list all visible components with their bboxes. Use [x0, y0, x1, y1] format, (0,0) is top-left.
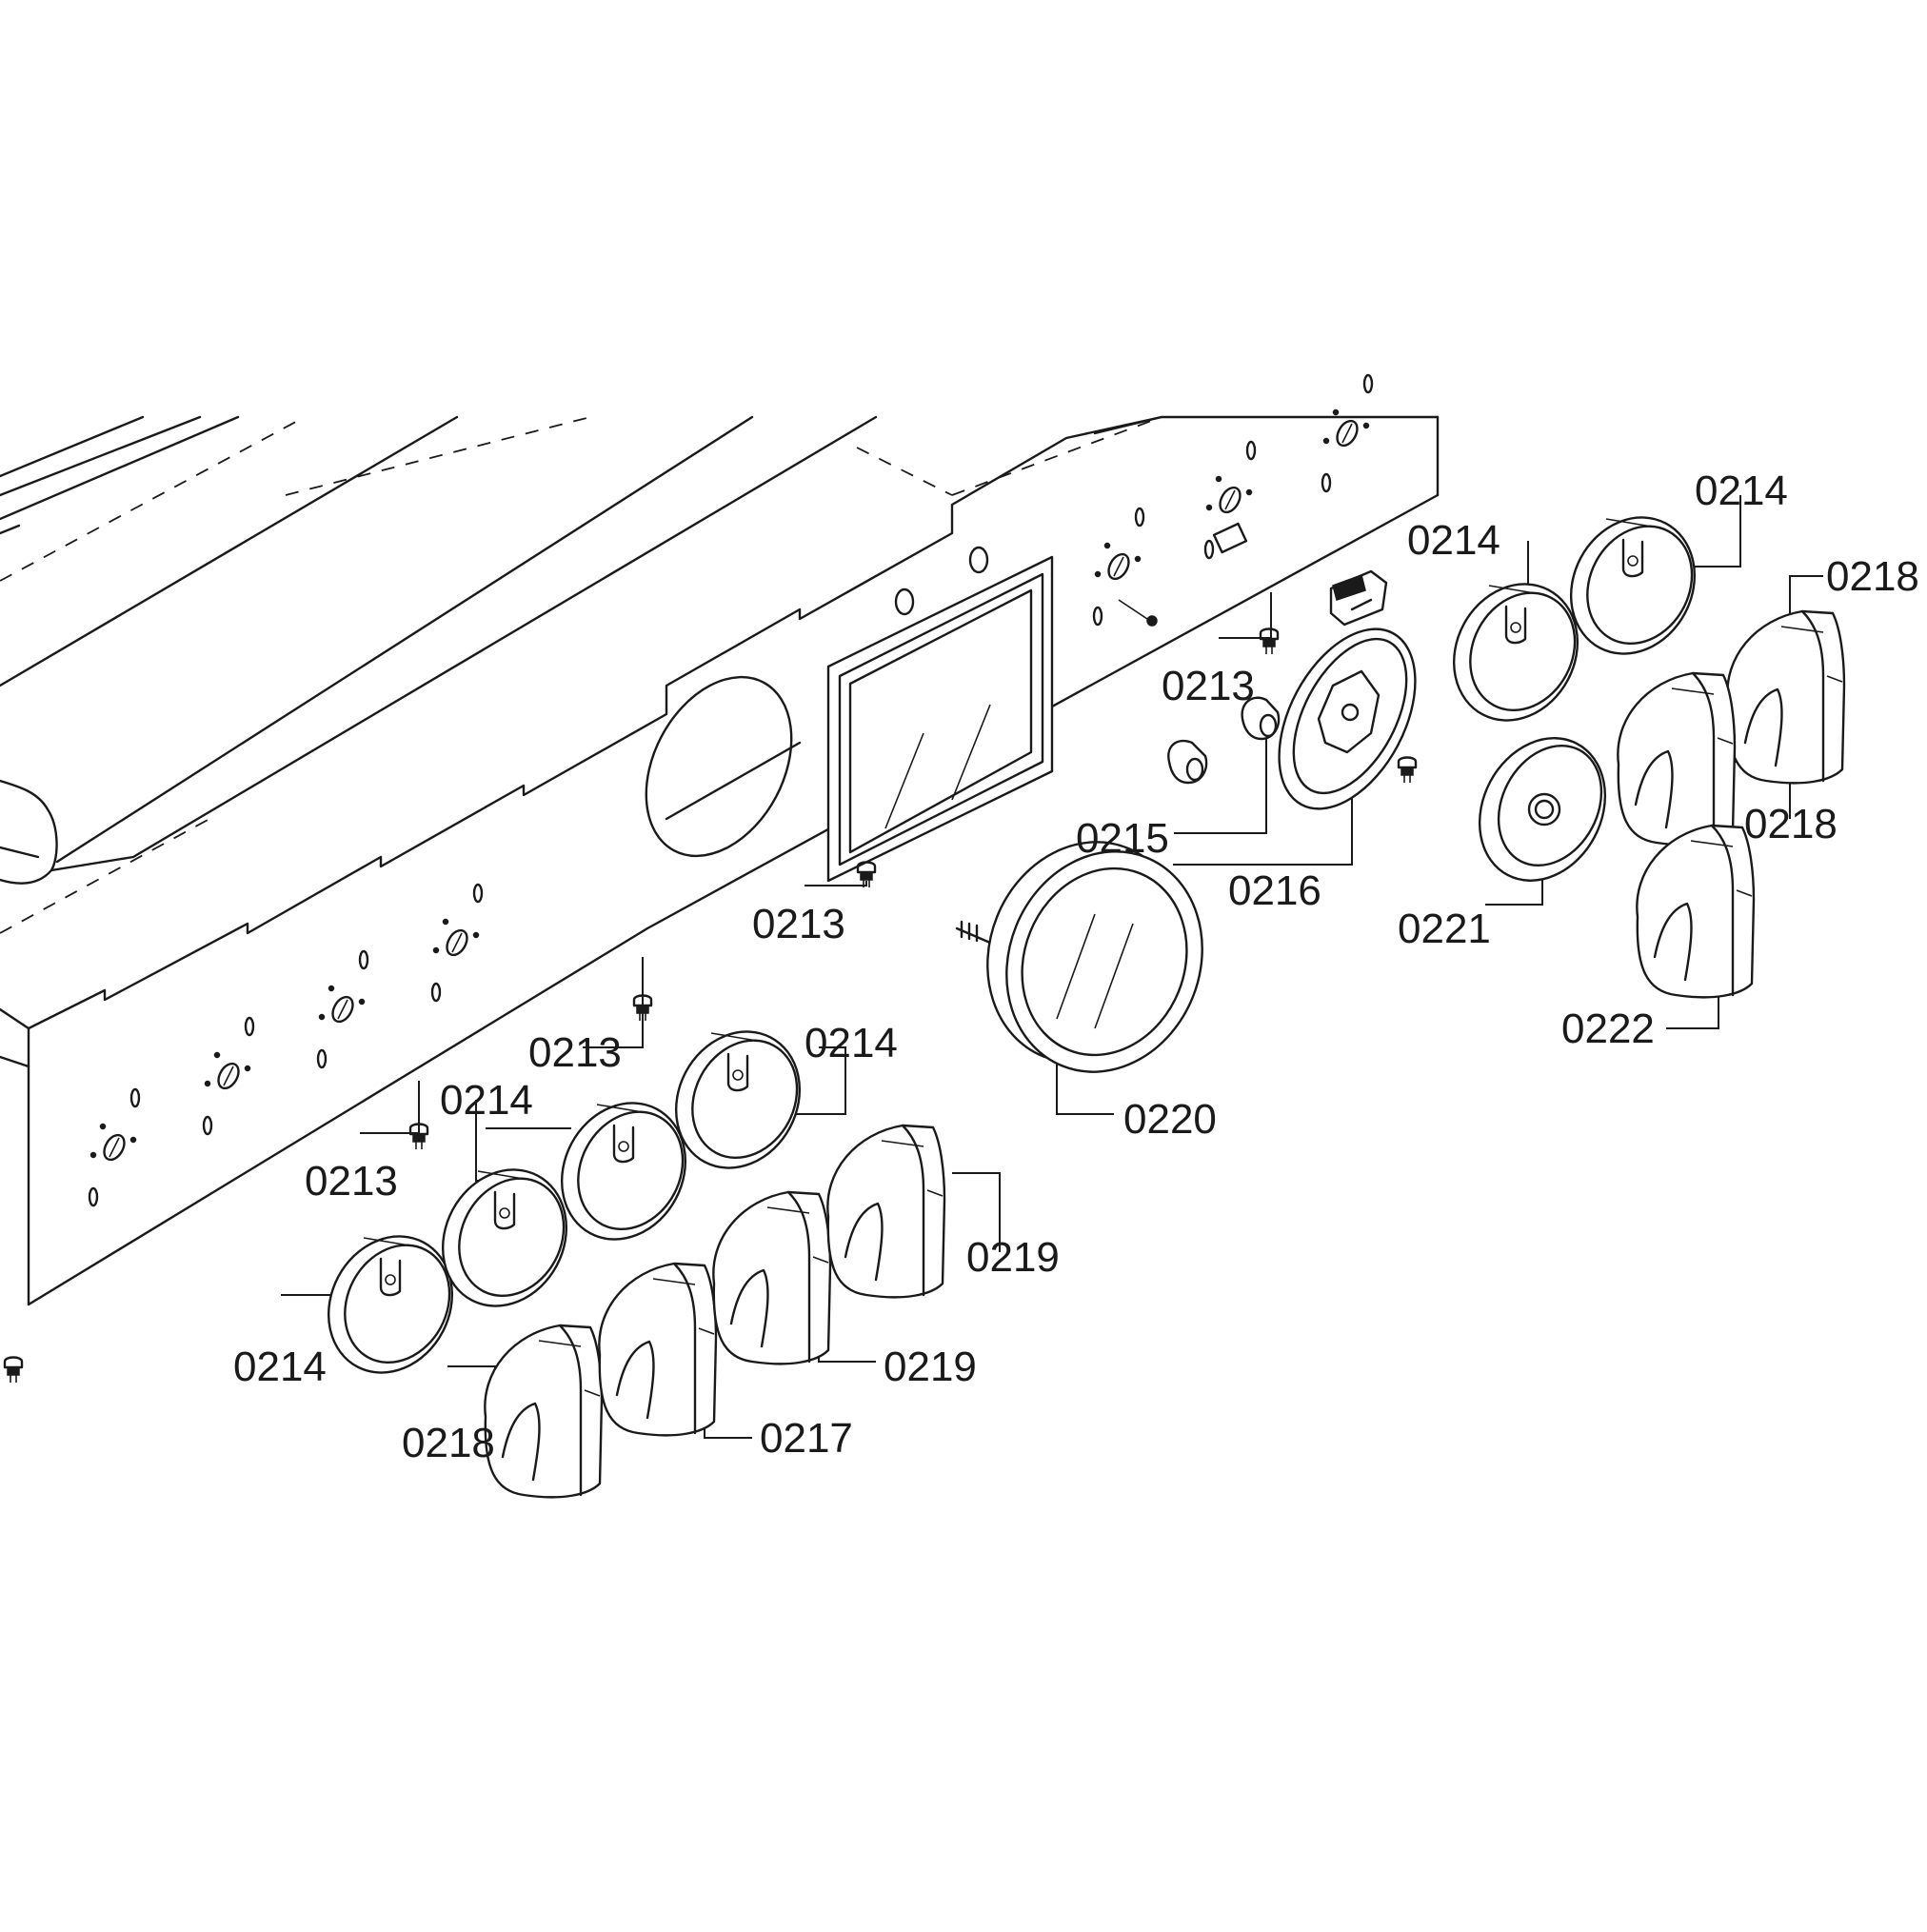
callout-0214: 0214 [1407, 517, 1500, 564]
control-knob-0218-c [1617, 671, 1737, 846]
leader-lines [281, 495, 1823, 1439]
control-knob-0218-b [1726, 609, 1846, 785]
control-knob-0218-a [484, 1324, 604, 1499]
connector-block [1329, 569, 1388, 627]
callout-0222: 0222 [1561, 1006, 1655, 1052]
callout-labels: 0213 0213 0213 0213 0214 0214 0214 0214 … [233, 468, 1919, 1466]
callout-0214: 0214 [440, 1077, 533, 1124]
callout-0213: 0213 [752, 901, 845, 947]
callout-0220: 0220 [1123, 1096, 1217, 1143]
control-knob-0222 [1636, 824, 1756, 999]
callout-0214: 0214 [233, 1344, 327, 1390]
callout-0219: 0219 [884, 1344, 977, 1390]
callout-0218: 0218 [1826, 553, 1919, 600]
callout-0218: 0218 [402, 1420, 495, 1466]
callout-0214: 0214 [805, 1020, 898, 1066]
callout-0215: 0215 [1076, 815, 1169, 862]
control-knob-0219-b [826, 1124, 946, 1299]
callout-0216: 0216 [1228, 867, 1321, 914]
callout-0218: 0218 [1744, 801, 1838, 847]
spacer-0215 [1167, 696, 1281, 785]
control-knob-0217 [598, 1262, 718, 1437]
callout-0213: 0213 [305, 1158, 398, 1205]
callout-0217: 0217 [760, 1415, 853, 1462]
bezel-ring-0221 [1478, 737, 1607, 882]
callout-0221: 0221 [1398, 906, 1491, 952]
callout-0219: 0219 [966, 1234, 1060, 1281]
control-knob-0219-a [712, 1190, 832, 1365]
callout-0213: 0213 [528, 1029, 622, 1076]
callout-0214: 0214 [1695, 468, 1788, 514]
mounting-plate-0216 [1278, 627, 1418, 810]
callout-0213: 0213 [1162, 663, 1255, 709]
cooktop-body [0, 373, 1440, 1384]
clock-dial-0220 [955, 841, 1203, 1073]
